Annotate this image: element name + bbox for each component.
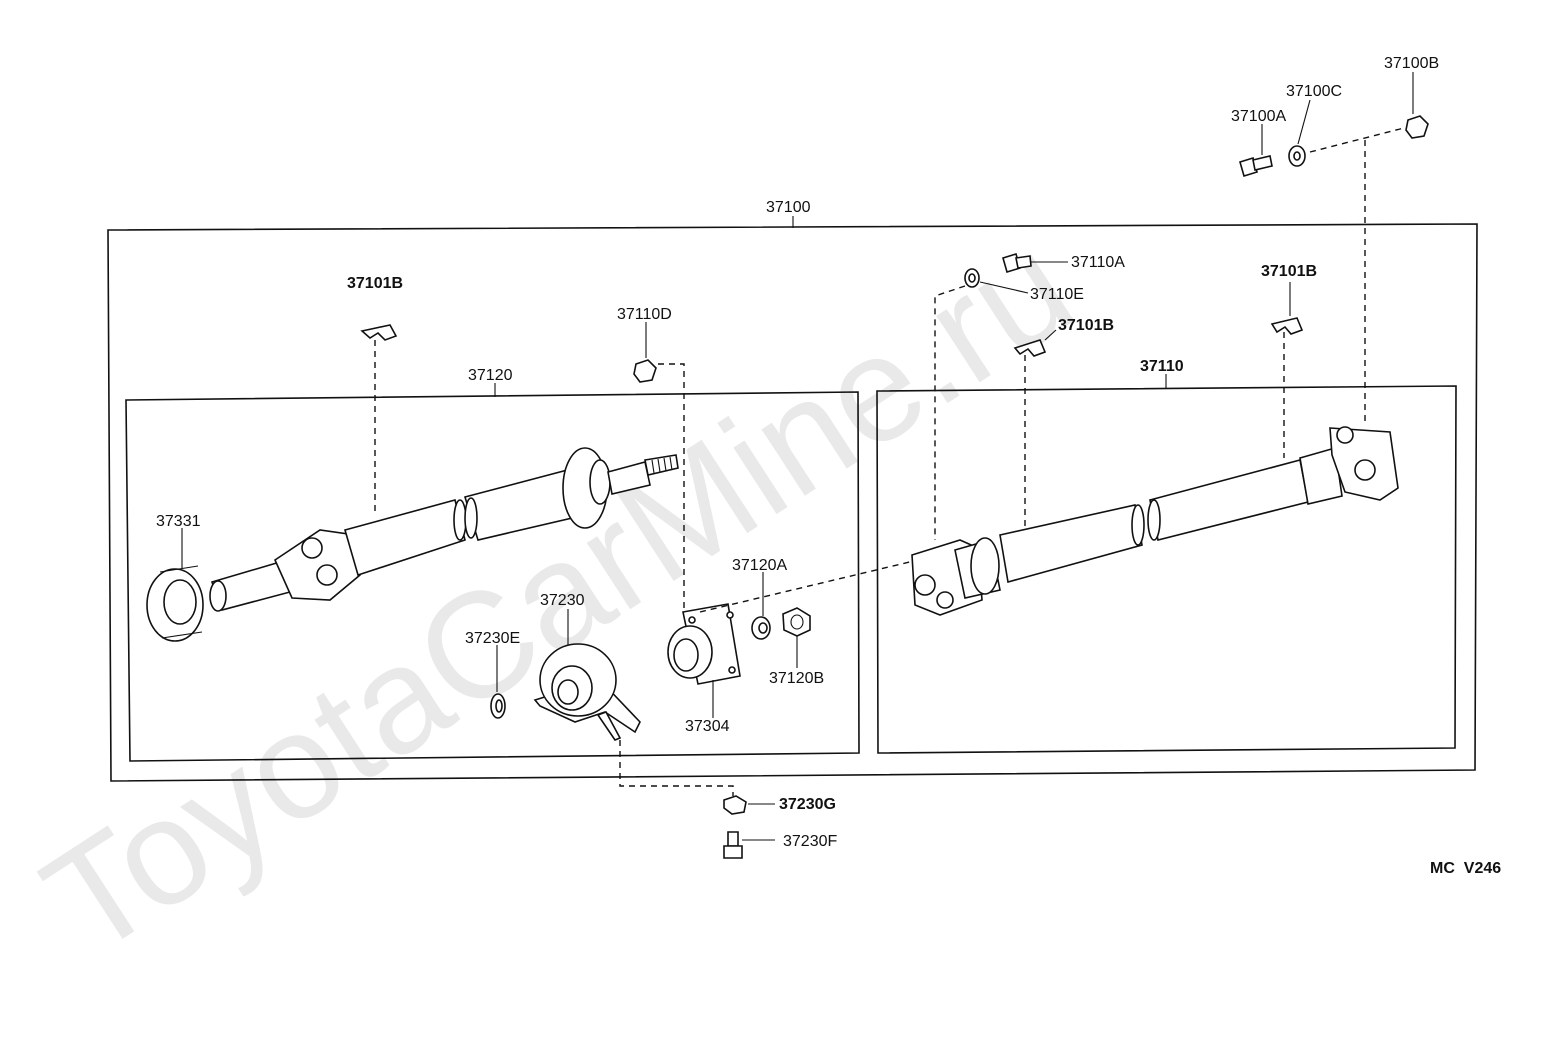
rear-propeller-shaft bbox=[911, 426, 1399, 616]
flange-37304 bbox=[667, 603, 741, 685]
clip-37101B-right bbox=[1270, 317, 1304, 335]
washer-37100C bbox=[1288, 145, 1306, 167]
label-37120A: 37120A bbox=[732, 557, 787, 574]
washer-37230E bbox=[490, 693, 506, 719]
center-bearing-37230 bbox=[533, 643, 641, 741]
clip-37101B-middle bbox=[1013, 339, 1047, 357]
label-37101B-left: 37101B bbox=[347, 275, 403, 292]
nut-37120B bbox=[782, 607, 811, 637]
label-37230G: 37230G bbox=[779, 796, 836, 813]
label-37100C: 37100C bbox=[1286, 83, 1342, 100]
label-37100B: 37100B bbox=[1384, 55, 1439, 72]
washer-37110E bbox=[964, 268, 980, 288]
bearing-37331 bbox=[146, 565, 204, 642]
bolt-37110A bbox=[1002, 252, 1032, 274]
assembly-frame-37110 bbox=[876, 385, 1457, 754]
nut-37230G bbox=[723, 795, 747, 815]
nut-37100B bbox=[1405, 115, 1429, 139]
label-37100: 37100 bbox=[766, 199, 811, 216]
label-37230: 37230 bbox=[540, 592, 585, 609]
label-37110E: 37110E bbox=[1030, 286, 1084, 303]
label-37304: 37304 bbox=[685, 718, 730, 735]
label-37110: 37110 bbox=[1140, 358, 1184, 375]
label-37230F: 37230F bbox=[783, 833, 837, 850]
label-37120: 37120 bbox=[468, 367, 513, 384]
label-37101B-right: 37101B bbox=[1261, 263, 1317, 280]
front-propeller-shaft bbox=[209, 447, 679, 612]
label-37101B-middle: 37101B bbox=[1058, 317, 1114, 334]
label-37110A: 37110A bbox=[1071, 254, 1125, 271]
label-37100A: 37100A bbox=[1231, 108, 1286, 125]
label-37110D: 37110D bbox=[617, 306, 672, 323]
figure-code: MC V246 bbox=[1430, 860, 1501, 877]
bolt-37100A bbox=[1239, 155, 1273, 178]
label-37230E: 37230E bbox=[465, 630, 520, 647]
bolt-37230F bbox=[723, 831, 743, 859]
label-37331: 37331 bbox=[156, 513, 201, 530]
washer-37120A bbox=[751, 616, 771, 640]
label-37120B: 37120B bbox=[769, 670, 824, 687]
clip-37101B-left bbox=[360, 324, 398, 341]
assembly-frame-37100 bbox=[107, 223, 1478, 782]
nut-37110D bbox=[633, 359, 657, 383]
assembly-frame-37120 bbox=[125, 391, 860, 762]
